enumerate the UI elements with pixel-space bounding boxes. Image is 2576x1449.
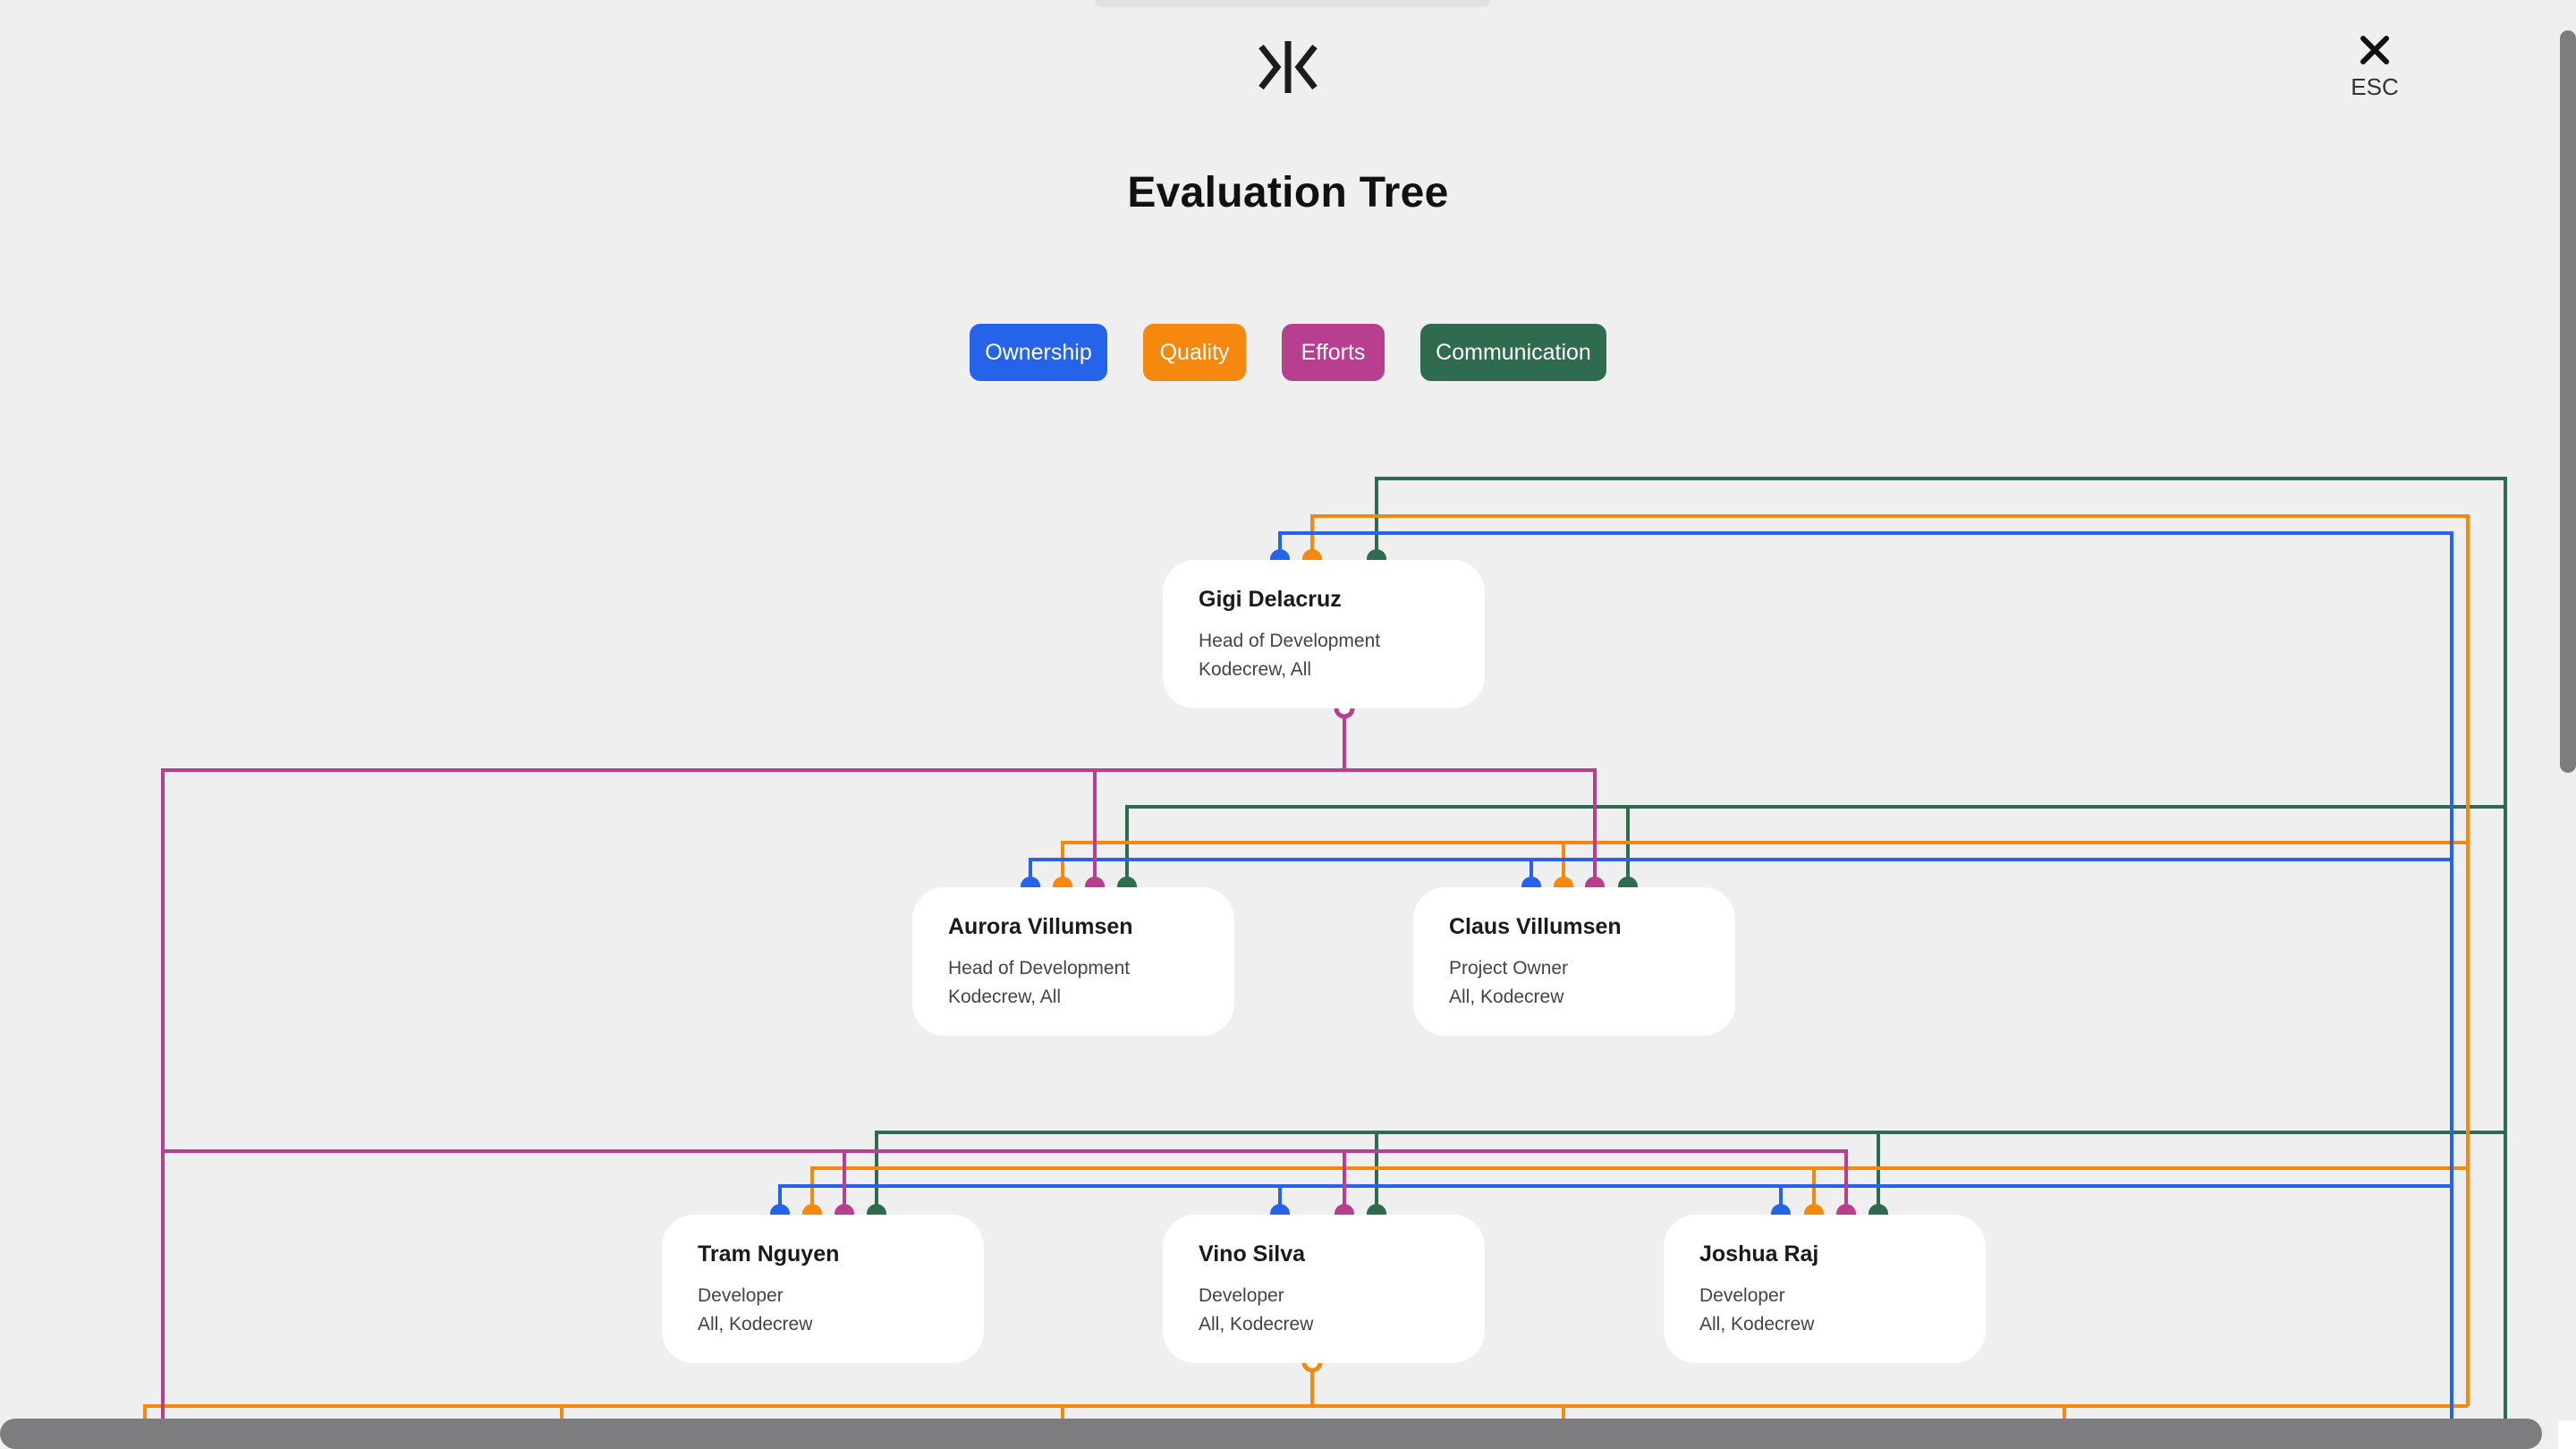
person-name: Aurora Villumsen (948, 914, 1133, 939)
scroll-corner (2558, 1420, 2576, 1449)
top-handle (1096, 0, 1489, 4)
person-name: Vino Silva (1199, 1241, 1306, 1267)
legend-communication[interactable]: Communication (1420, 324, 1606, 381)
close-button[interactable]: ESC (2334, 34, 2415, 109)
horizontal-scrollbar[interactable] (0, 1419, 2542, 1449)
person-name: Joshua Raj (1699, 1241, 1819, 1267)
close-icon (2360, 36, 2389, 64)
legend-efforts[interactable]: Efforts (1282, 324, 1385, 381)
person-role: Project Owner (1449, 958, 1569, 979)
person-card-claus[interactable]: Claus Villumsen Project Owner All, Kodec… (1413, 887, 1735, 1036)
person-team: All, Kodecrew (1699, 1314, 1815, 1335)
person-role: Developer (698, 1285, 784, 1306)
person-card-aurora[interactable]: Aurora Villumsen Head of Development Kod… (912, 887, 1234, 1036)
efforts-lines (161, 714, 1848, 1427)
person-name: Gigi Delacruz (1199, 587, 1342, 612)
close-label: ESC (2351, 73, 2399, 100)
kodecrew-logo-icon[interactable] (1252, 36, 1324, 98)
legend-quality[interactable]: Quality (1143, 324, 1246, 381)
person-card-gigi[interactable]: Gigi Delacruz Head of Development Kodecr… (1163, 560, 1485, 708)
vertical-scrollbar[interactable] (2560, 30, 2576, 773)
person-role: Developer (1199, 1285, 1284, 1306)
person-role: Head of Development (1199, 631, 1381, 651)
person-team: All, Kodecrew (698, 1314, 813, 1335)
person-team: Kodecrew, All (948, 987, 1062, 1007)
person-role: Developer (1699, 1285, 1785, 1306)
person-team: Kodecrew, All (1199, 659, 1312, 680)
page-title: Evaluation Tree (1127, 169, 1449, 216)
person-name: Tram Nguyen (698, 1241, 840, 1267)
person-team: All, Kodecrew (1199, 1314, 1314, 1335)
person-team: All, Kodecrew (1449, 987, 1564, 1007)
person-card-tram[interactable]: Tram Nguyen Developer All, Kodecrew (662, 1215, 984, 1363)
person-role: Head of Development (948, 958, 1131, 979)
person-card-vino[interactable]: Vino Silva Developer All, Kodecrew (1163, 1215, 1485, 1363)
person-card-joshua[interactable]: Joshua Raj Developer All, Kodecrew (1664, 1215, 1986, 1363)
legend-ownership[interactable]: Ownership (970, 324, 1107, 381)
person-name: Claus Villumsen (1449, 914, 1622, 939)
